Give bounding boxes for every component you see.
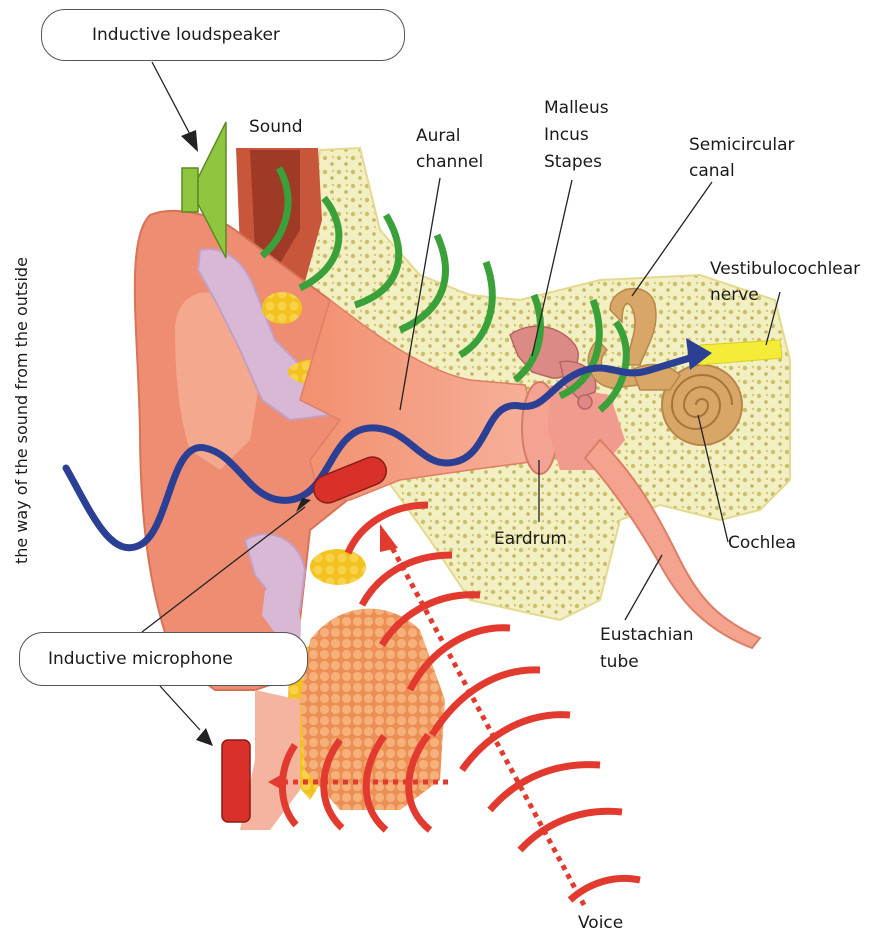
incus-label: Incus <box>544 124 589 146</box>
semicircular-canal-label-line2: canal <box>689 160 735 182</box>
semicircular-canal-label-line1: Semicircular <box>689 134 794 156</box>
inductive-loudspeaker-callout: Inductive loudspeaker <box>41 9 405 61</box>
inductive-microphone-callout: Inductive microphone <box>19 632 308 686</box>
inductive-loudspeaker-label: Inductive loudspeaker <box>92 25 280 45</box>
inductive-microphone-label: Inductive microphone <box>48 649 233 669</box>
eustachian-tube-label-line2: tube <box>600 651 639 673</box>
malleus-label: Malleus <box>544 97 609 119</box>
eustachian-tube-label-line1: Eustachian <box>600 624 694 646</box>
external-microphone-icon <box>222 740 250 822</box>
eardrum-label: Eardrum <box>494 528 567 550</box>
cochlea-label: Cochlea <box>728 532 796 554</box>
voice-label: Voice <box>578 912 623 934</box>
fat-deposit <box>262 292 302 324</box>
vertical-caption-text: the way of the sound from the outside <box>12 257 31 564</box>
vestibulocochlear-label-line2: nerve <box>710 284 759 306</box>
aural-channel-label-line2: channel <box>416 151 483 173</box>
stapes-label: Stapes <box>544 151 602 173</box>
sound-label: Sound <box>249 116 303 138</box>
aural-channel-label-line1: Aural <box>416 125 461 147</box>
vertical-caption: the way of the sound from the outside <box>8 202 38 564</box>
vestibulocochlear-label-line1: Vestibulocochlear <box>710 258 860 280</box>
